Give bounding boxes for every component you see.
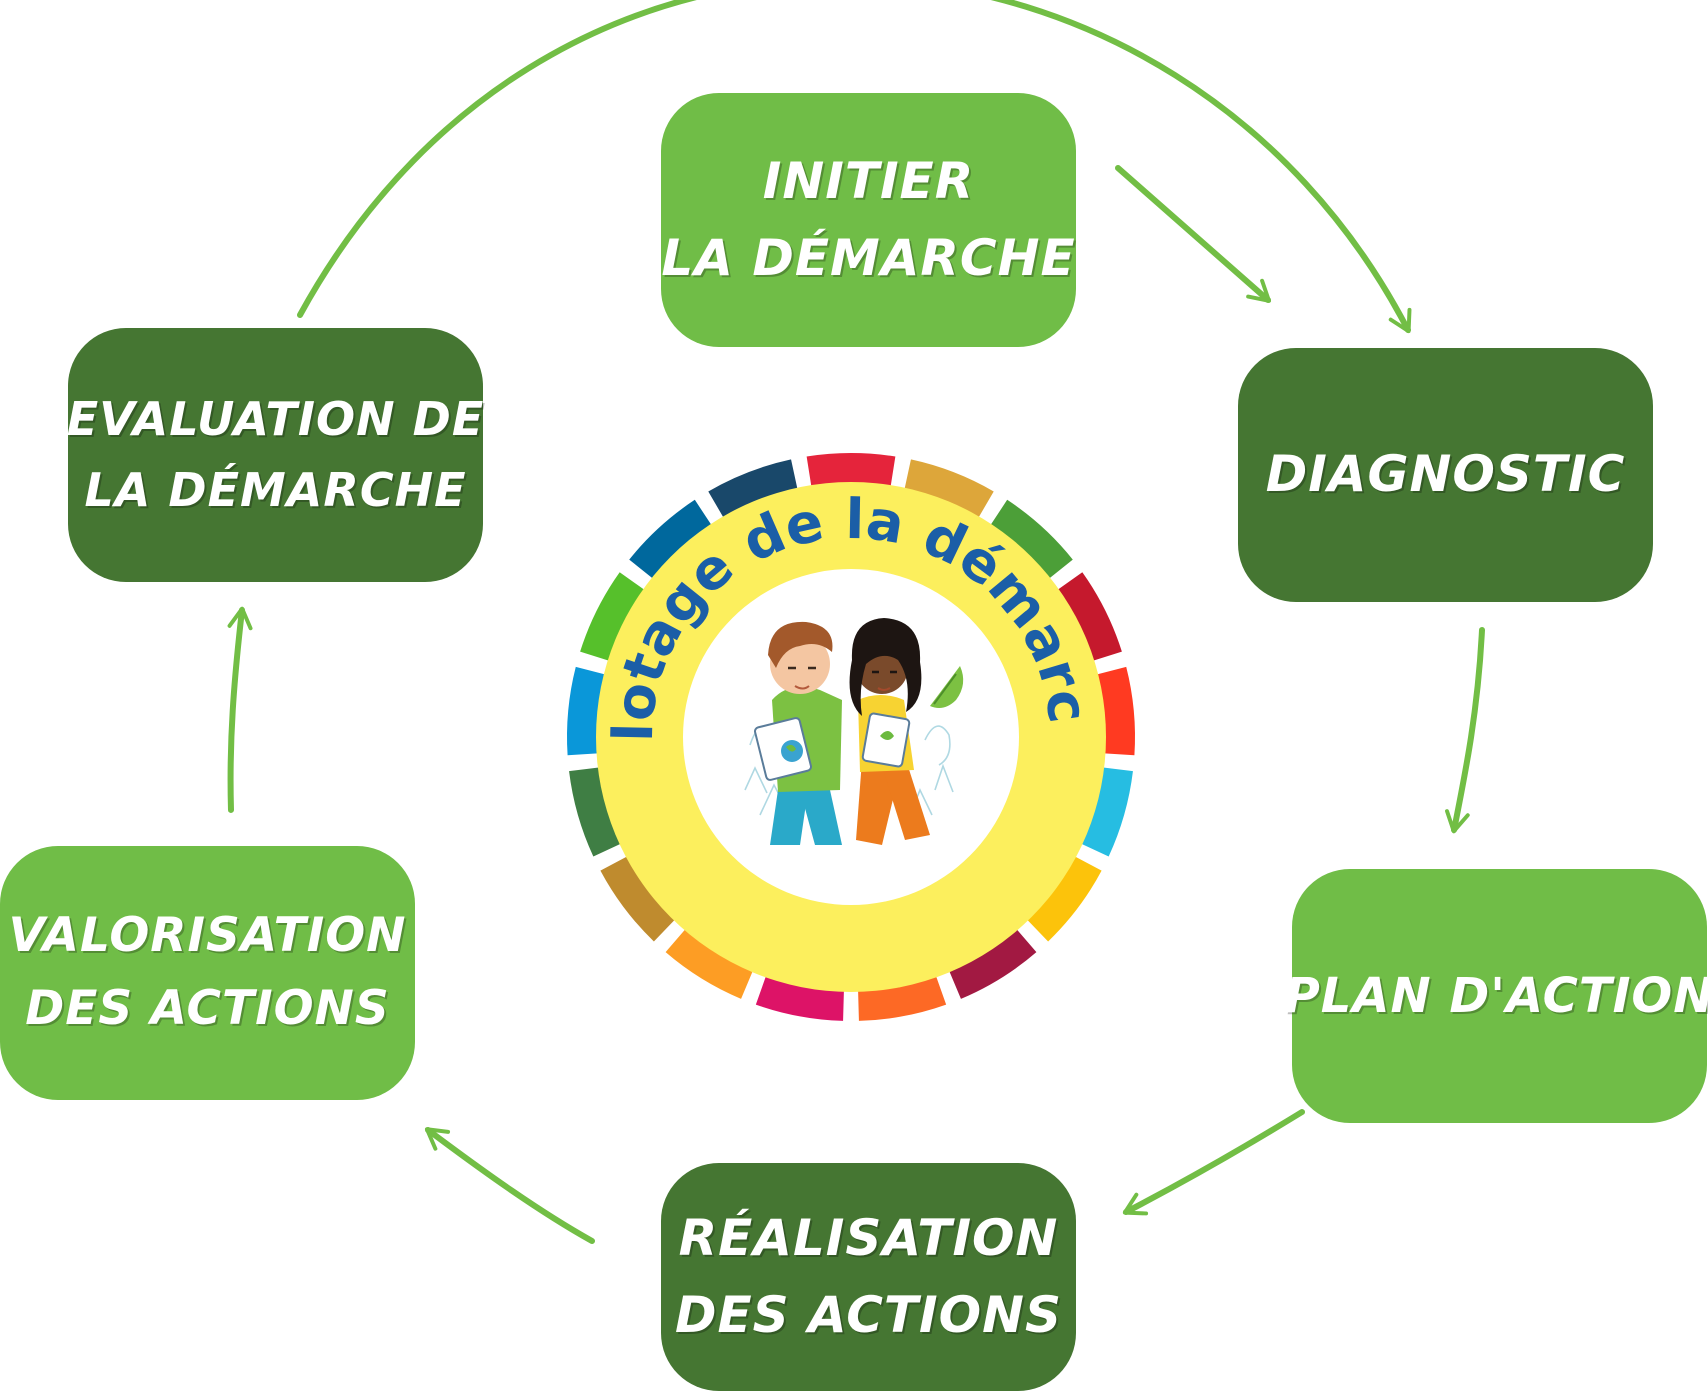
step-evaluation-de-la-demarche: EVALUATION DE LA DÉMARCHE <box>66 328 485 582</box>
sdg-ring-segment <box>600 855 677 942</box>
sdg-ring-segment <box>904 459 994 520</box>
sdg-ring-segment <box>665 927 754 999</box>
sdg-ring-segment <box>1025 855 1102 942</box>
sdg-ring-segment <box>806 453 896 489</box>
step-label-line-2: LA DÉMARCHE <box>84 463 467 517</box>
arrow-realisation-to-valorisation <box>424 1127 595 1244</box>
sdg-ring-segment <box>858 974 947 1021</box>
step-plan-d-action: PLAN D'ACTION <box>1285 869 1708 1123</box>
arrow-initier-to-diagnostic <box>1115 165 1271 303</box>
step-valorisation-des-actions: VALORISATION DES ACTIONS <box>0 846 415 1100</box>
step-label-line-1: DIAGNOSTIC <box>1265 445 1626 504</box>
step-label-line-2: DES ACTIONS <box>674 1286 1062 1344</box>
sdg-ring-segment <box>755 974 844 1021</box>
arrow-plan-to-realisation <box>1122 1109 1305 1216</box>
step-label-line-1: INITIER <box>762 151 975 210</box>
step-label-line-1: PLAN D'ACTION <box>1284 967 1708 1024</box>
sdg-ring-segment <box>1056 572 1122 662</box>
step-diagnostic: DIAGNOSTIC <box>1238 348 1653 602</box>
arrow-evaluation-to-diagnostic <box>297 0 1412 334</box>
sdg-ring-segment <box>629 499 713 580</box>
two-students-illustration <box>744 618 964 845</box>
step-realisation-des-actions: RÉALISATION DES ACTIONS <box>661 1163 1076 1391</box>
step-label-line-1: RÉALISATION <box>678 1208 1059 1267</box>
sdg-color-ring <box>567 453 1135 1021</box>
sdg-ring-segment <box>708 459 798 520</box>
step-initier-la-demarche: INITIER LA DÉMARCHE <box>661 93 1076 347</box>
sdg-ring-segment <box>1079 767 1133 857</box>
step-label-line-1: EVALUATION DE <box>66 391 485 446</box>
arrow-valorisation-to-evaluation <box>227 606 253 813</box>
step-label-line-1: VALORISATION <box>8 908 407 964</box>
inner-white-disc <box>683 569 1019 905</box>
sdg-ring-segment <box>569 767 623 857</box>
sdg-ring-segment <box>948 927 1037 999</box>
step-label-line-2: DES ACTIONS <box>25 981 390 1036</box>
sdg-ring-segment <box>989 499 1073 580</box>
sdg-ring-segment <box>580 572 646 662</box>
arrow-diagnostic-to-plan <box>1445 627 1485 834</box>
step-label-line-2: LA DÉMARCHE <box>661 229 1076 287</box>
